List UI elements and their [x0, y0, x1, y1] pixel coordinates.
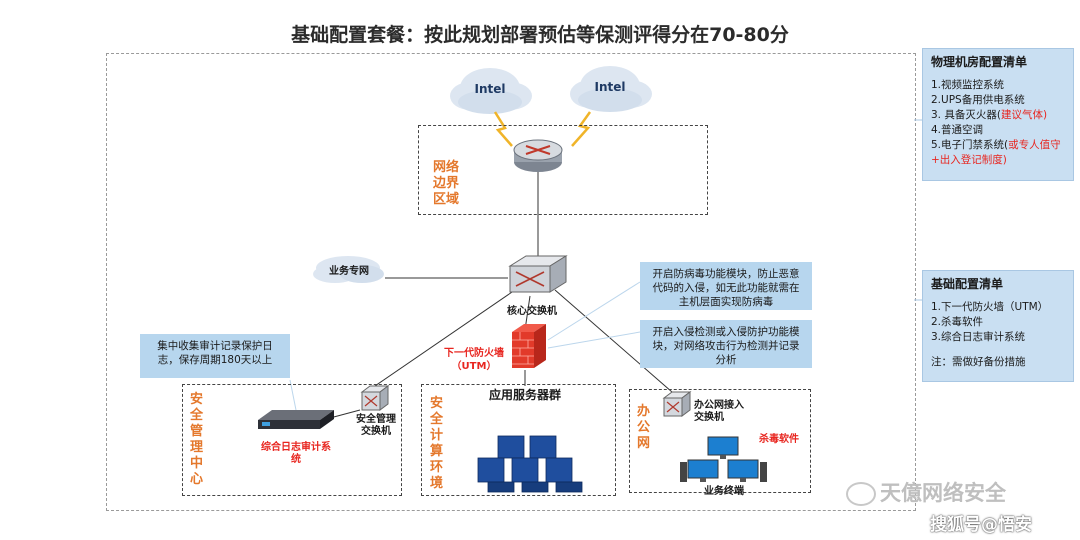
- office-switch-label: 办公网接入交换机: [694, 400, 744, 423]
- physical-item: 5.电子门禁系统(或专人值守+出入登记制度): [931, 139, 1061, 166]
- physical-item: 2.UPS备用供电系统: [931, 94, 1025, 106]
- server-cluster-shape: [477, 435, 583, 493]
- app-servers-label: 应用服务器群: [488, 388, 561, 402]
- basic-item: 2.杀毒软件: [931, 316, 984, 328]
- office-zone-label: 办公网: [637, 404, 651, 451]
- firewall-label-line1: 下一代防火墙: [444, 348, 504, 359]
- business-net-cloud-shape: [313, 256, 384, 283]
- business-net-label: 业务专网: [329, 266, 369, 277]
- router-shape: [513, 139, 563, 172]
- physical-item: 3. 具备灭火器(建议气体): [931, 109, 1048, 121]
- physical-panel-title: 物理机房配置清单: [931, 55, 1028, 69]
- physical-config-panel: 物理机房配置清单 1.视频监控系统 2.UPS备用供电系统 3. 具备灭火器(建…: [922, 48, 1074, 181]
- security-mgmt-zone: [182, 384, 402, 496]
- log-note: 集中收集审计记录保护日志，保存周期180天以上: [140, 334, 290, 378]
- cloud-right-shape: [570, 66, 652, 112]
- brand-watermark: 天億网络安全: [846, 477, 1046, 507]
- firewall-label-line2: （UTM）: [451, 361, 497, 372]
- wechat-icon: [846, 482, 876, 506]
- diagram-frame: [106, 53, 916, 511]
- basic-item: 3.综合日志审计系统: [931, 331, 1026, 343]
- core-switch-shape: [508, 255, 568, 293]
- mgmt-switch-shape: [360, 385, 390, 411]
- cloud-label-right: Intel: [594, 80, 626, 94]
- cloud-left-shape: [450, 68, 532, 114]
- border-zone: [418, 125, 708, 215]
- office-zone: [629, 389, 811, 493]
- diagram-title: 基础配置套餐：按此规划部署预估等保测评得分在70-80分: [291, 24, 789, 46]
- security-compute-zone: [421, 384, 616, 496]
- security-mgmt-zone-label: 安全管理中心: [190, 392, 204, 487]
- physical-item: 4.普通空调: [931, 124, 984, 136]
- security-compute-zone-label: 安全计算环境: [430, 396, 444, 491]
- mgmt-switch-label: 安全管理交换机: [356, 414, 396, 437]
- antivirus-label: 杀毒软件: [759, 434, 799, 445]
- terminals-label: 业务终端: [704, 486, 744, 497]
- office-switch-shape: [662, 391, 692, 417]
- antivirus-note: 开启防病毒功能模块，防止恶意代码的入侵，如无此功能就需在主机层面实现防病毒: [640, 262, 812, 310]
- log-audit-label: 综合日志审计系统: [261, 442, 331, 465]
- log-audit-appliance-shape: [258, 410, 334, 429]
- ids-note: 开启入侵检测或入侵防护功能模块，对网络攻击行为检测并记录分析: [640, 320, 812, 368]
- basic-footnote: 注：需做好备份措施: [931, 356, 1026, 368]
- cloud-label-left: Intel: [474, 82, 506, 96]
- basic-config-panel: 基础配置清单 1.下一代防火墙（UTM） 2.杀毒软件 3.综合日志审计系统 注…: [922, 270, 1074, 382]
- firewall-shape: [512, 324, 546, 368]
- core-switch-label: 核心交换机: [507, 306, 557, 317]
- office-terminals-shape: [680, 436, 767, 482]
- physical-item: 1.视频监控系统: [931, 79, 1005, 91]
- basic-item: 1.下一代防火墙（UTM）: [931, 301, 1049, 313]
- sohu-watermark: 搜狐号@悟安: [930, 515, 1032, 535]
- border-zone-label: 网络边界区域: [433, 160, 460, 207]
- basic-panel-title: 基础配置清单: [931, 277, 1004, 291]
